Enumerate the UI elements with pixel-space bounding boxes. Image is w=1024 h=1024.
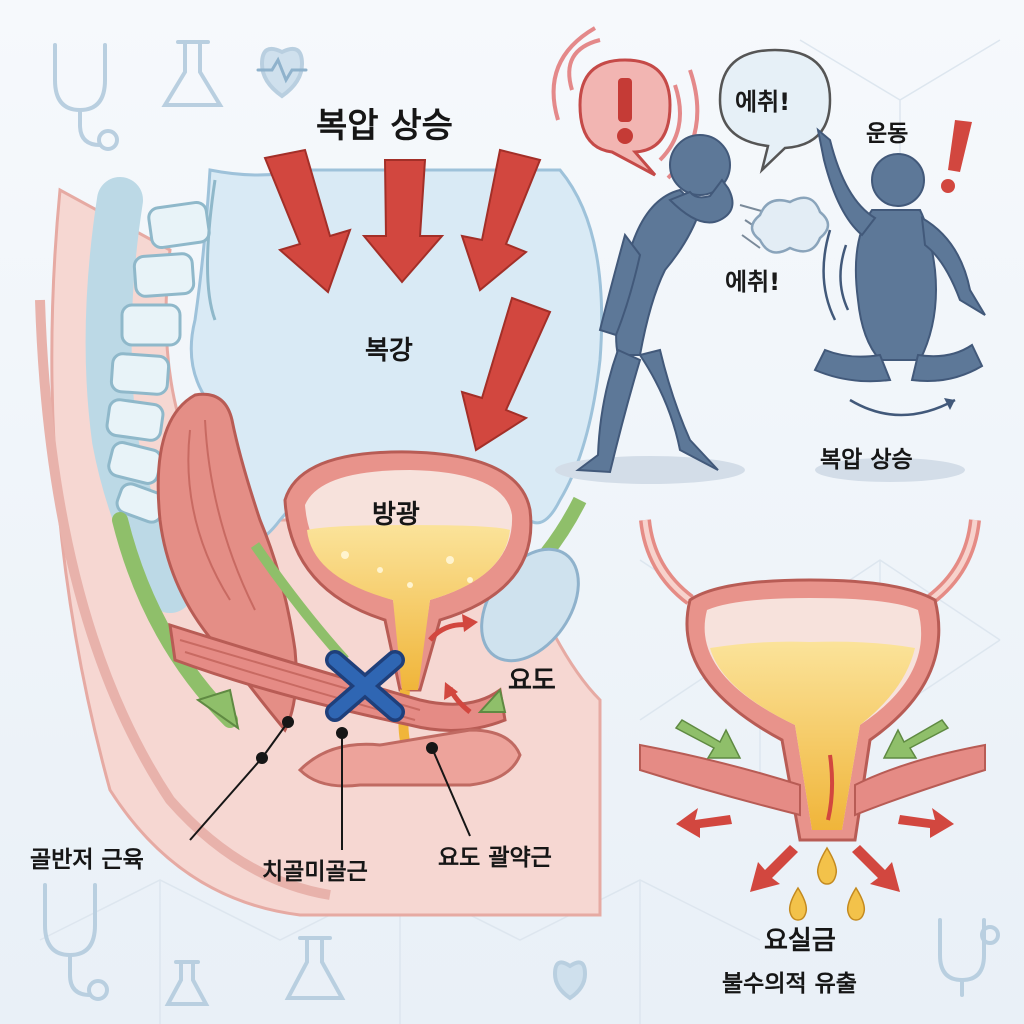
muscle-force-arrows <box>674 719 954 892</box>
exercising-person <box>813 127 986 383</box>
figure-shadow <box>815 458 965 482</box>
urine-drops <box>788 846 866 921</box>
sneezing-person <box>575 134 734 474</box>
sneeze-bubble-text: 에취! <box>735 88 791 116</box>
incontinence-title: 요실금 <box>764 926 836 956</box>
exclamation-icon <box>551 26 700 180</box>
label-leaders <box>189 716 471 850</box>
stethoscope-icon <box>53 43 119 151</box>
stethoscope-icon <box>43 883 109 1001</box>
exclamation-icon <box>941 120 972 193</box>
bladder-label: 방광 <box>372 500 420 530</box>
pubococcygeus-label: 치골미골근 <box>262 859 368 885</box>
body-contour <box>35 299 331 900</box>
rectum <box>156 392 298 733</box>
abdominal-cavity-label: 복강 <box>365 336 413 366</box>
urethral-sphincter <box>297 728 522 788</box>
diagram-title: 복압 상승 <box>316 106 453 146</box>
motion-lines <box>822 229 850 321</box>
spine <box>85 177 217 613</box>
leaking-bladder <box>639 519 986 842</box>
heart-pulse-icon <box>256 47 308 99</box>
pressure-caption: 복압 상승 <box>820 447 913 473</box>
flask-icon <box>164 960 210 1006</box>
incontinence-subtitle: 불수의적 유출 <box>722 971 857 997</box>
flask-icon <box>161 40 224 107</box>
sneeze-speech-bubble <box>718 48 832 174</box>
urethral-sphincter-label: 요도 괄약근 <box>438 845 552 871</box>
stethoscope-icon <box>938 918 1000 997</box>
urethra-label: 요도 <box>508 666 556 696</box>
pelvic-floor-label: 골반저 근육 <box>30 847 144 873</box>
bladder <box>283 450 533 692</box>
cross-mark-icon <box>325 650 405 722</box>
heart-icon <box>552 960 588 1001</box>
sneeze-puff-icon <box>739 196 830 254</box>
abdominal-pressure-arrows <box>263 148 552 452</box>
exercise-label: 운동 <box>866 121 909 147</box>
sneeze-text: 에취! <box>725 268 781 296</box>
flask-icon <box>284 936 346 1000</box>
